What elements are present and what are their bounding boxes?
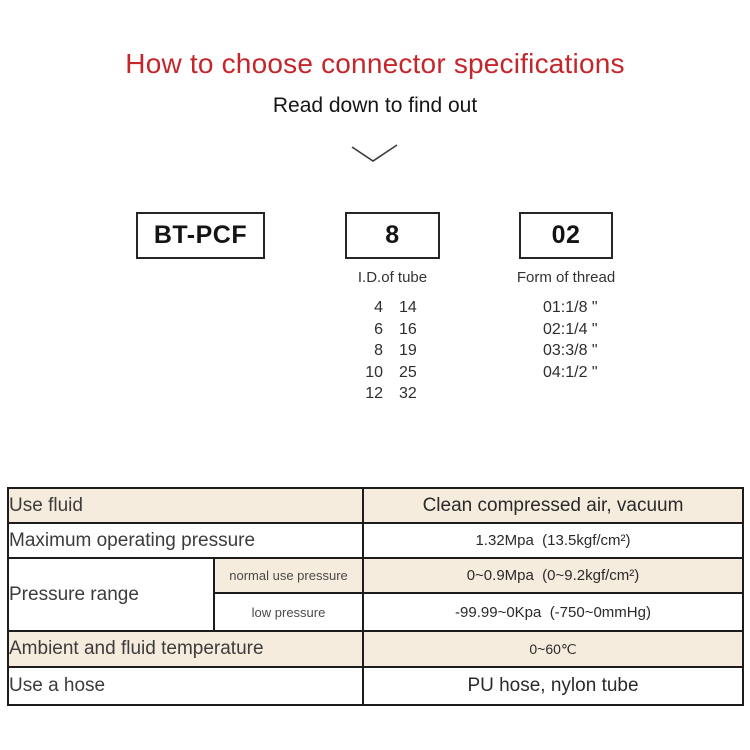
table-row: Use a hose PU hose, nylon tube: [7, 666, 744, 706]
thread-form-item: 03:3/8 ": [543, 342, 598, 359]
tube-od: 14: [399, 299, 417, 316]
table-row: Pressure range normal use pressure 0~0.9…: [7, 557, 744, 632]
spec-table: Use fluid Clean compressed air, vacuum M…: [7, 487, 744, 706]
tube-od: 16: [399, 320, 417, 338]
page-subtitle: Read down to find out: [272, 94, 478, 117]
row-label: Use a hose: [7, 666, 364, 706]
tube-size-caption: I.D.of tube: [357, 269, 428, 286]
tube-od: 19: [399, 342, 417, 359]
thread-form-caption: Form of thread: [516, 269, 616, 286]
row-value: Clean compressed air, vacuum: [362, 487, 744, 524]
model-code-box: BT-PCF: [136, 212, 265, 259]
table-row: Ambient and fluid temperature 0~60℃: [7, 630, 744, 668]
thread-form-list: 01:1/8 " 02:1/4 " 03:3/8 " 04:1/2 ": [543, 297, 598, 383]
table-row: Maximum operating pressure 1.32Mpa (13.5…: [7, 522, 744, 559]
row-label: Maximum operating pressure: [7, 522, 364, 559]
tube-size-row: 10 25: [345, 362, 445, 384]
table-row: low pressure -99.99~0Kpa (-750~0mmHg): [8, 592, 744, 632]
tube-size-row: 8 19: [345, 340, 445, 362]
row-value: 1.32Mpa (13.5kgf/cm²): [362, 522, 744, 559]
tube-id: 6: [374, 320, 383, 338]
tube-size-row: 6 16: [345, 319, 445, 341]
tube-size-row: 12 32: [345, 383, 445, 405]
thread-form-item: 01:1/8 ": [543, 299, 598, 316]
row-label: Ambient and fluid temperature: [7, 630, 364, 668]
tube-size-row: 4 14: [345, 297, 445, 319]
row-label: Use fluid: [7, 487, 364, 524]
row-value: 0~0.9Mpa (0~9.2kgf/cm²): [362, 557, 744, 594]
tube-id: 8: [374, 342, 383, 359]
row-label-pressure-range: Pressure range: [7, 557, 215, 632]
tube-id: 12: [365, 385, 383, 402]
table-row: Use fluid Clean compressed air, vacuum: [7, 487, 744, 524]
thread-code-box: 02: [519, 212, 613, 259]
tube-id: 4: [374, 299, 383, 316]
row-value: PU hose, nylon tube: [362, 666, 744, 706]
sub-row-label: normal use pressure: [213, 557, 364, 594]
row-value: 0~60℃: [362, 630, 744, 668]
tube-size-code-box: 8: [345, 212, 440, 259]
tube-id: 10: [365, 363, 383, 381]
tube-od: 25: [399, 363, 417, 381]
sub-row-label: low pressure: [213, 592, 364, 632]
chevron-down-icon: [351, 144, 398, 162]
page-title: How to choose connector specifications: [125, 48, 625, 79]
thread-form-item: 04:1/2 ": [543, 363, 598, 381]
thread-form-item: 02:1/4 ": [543, 320, 598, 338]
row-value: -99.99~0Kpa (-750~0mmHg): [362, 592, 744, 632]
tube-size-list: 4 14 6 16 8 19 10 25 12 32: [345, 297, 445, 405]
tube-od: 32: [399, 385, 417, 402]
